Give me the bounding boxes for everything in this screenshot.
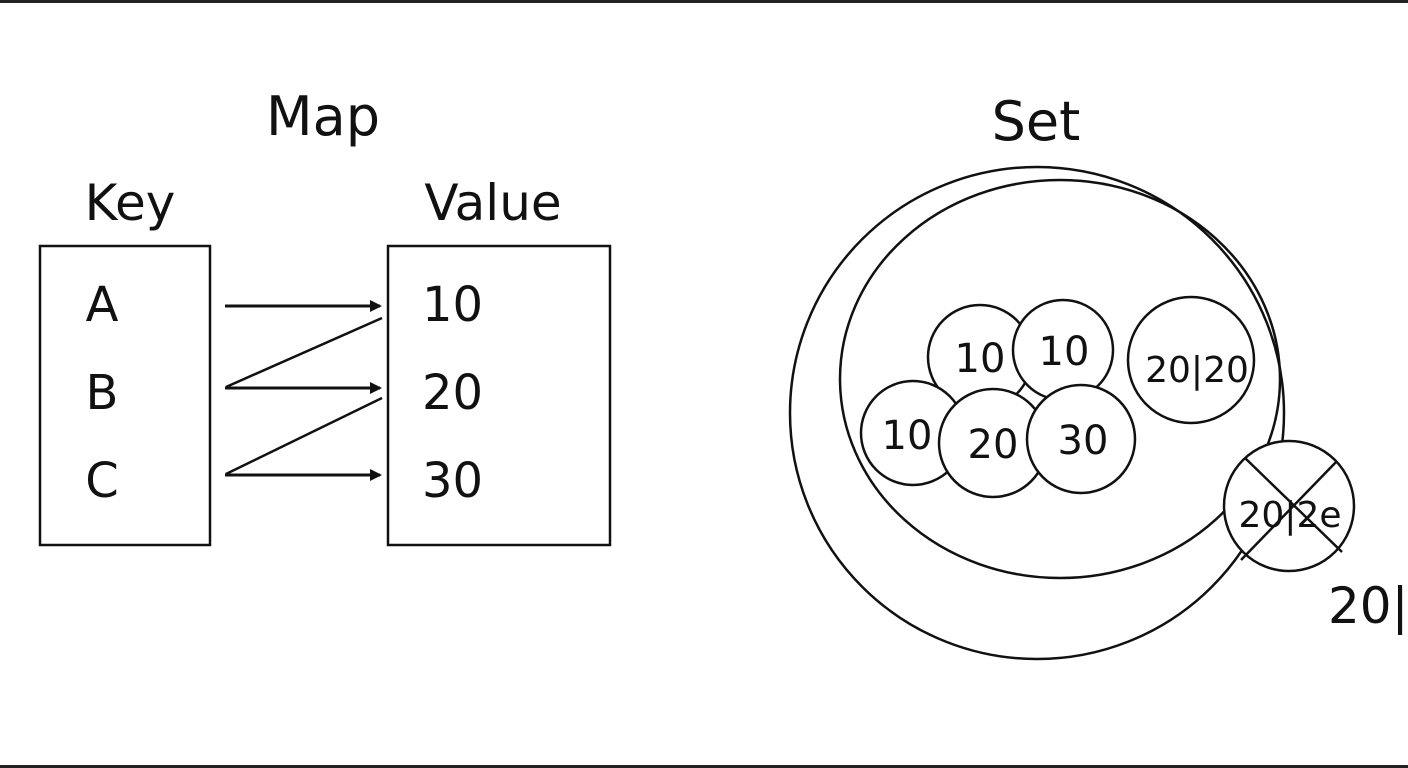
value-box <box>386 244 612 547</box>
map-diagram: Map Key Value A B C 10 20 30 <box>38 85 612 547</box>
set-element-label: 10 <box>882 413 933 459</box>
cross-mark-icon <box>1240 460 1338 561</box>
key-c: C <box>85 453 119 509</box>
set-element-label: 20|20 <box>1145 350 1249 391</box>
map-title: Map <box>266 85 380 148</box>
set-element-label: 10 <box>1039 329 1090 375</box>
diagonal-b-to-10 <box>225 316 383 389</box>
rejected-caption: 20|p <box>1328 577 1408 635</box>
set-element-label: 20 <box>968 422 1019 468</box>
key-header: Key <box>85 174 176 232</box>
value-20: 20 <box>422 365 483 421</box>
diagonal-c-to-20 <box>225 396 383 476</box>
key-a: A <box>86 277 119 333</box>
set-element: 10 <box>1011 298 1115 402</box>
key-b: B <box>86 365 119 421</box>
set-element-label: 10 <box>955 336 1006 382</box>
set-element: 30 <box>1025 383 1137 495</box>
key-box <box>38 244 212 547</box>
set-title: Set <box>992 90 1081 153</box>
set-inner-circle <box>838 178 1282 580</box>
rejected-element: 20|2e <box>1222 439 1356 573</box>
set-outer-circle <box>788 165 1286 661</box>
value-header: Value <box>424 174 561 232</box>
set-element: 20|20 <box>1126 295 1256 425</box>
value-30: 30 <box>422 453 483 509</box>
set-diagram: Set 10 10 10 20 30 20|20 <box>788 90 1408 661</box>
set-element-label: 30 <box>1058 418 1109 464</box>
value-10: 10 <box>422 277 483 333</box>
